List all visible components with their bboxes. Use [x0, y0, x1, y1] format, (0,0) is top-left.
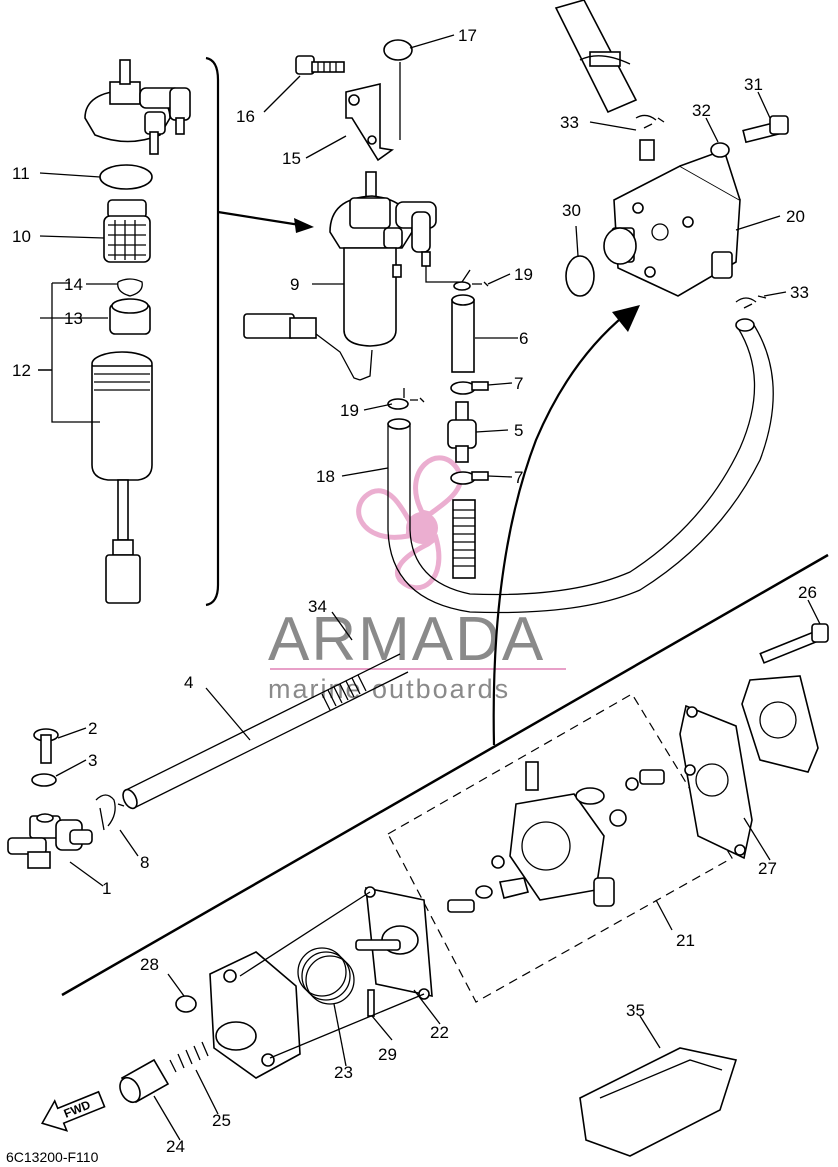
callout-33-upper: 33: [560, 113, 579, 132]
callout-35: 35: [626, 1001, 645, 1020]
washer-32: [710, 142, 730, 158]
hose-4: [122, 653, 409, 810]
pump-cover: [209, 951, 301, 1079]
callout-19-lower: 19: [340, 401, 359, 420]
connector-wire: [243, 313, 373, 381]
clip-19-upper: [425, 266, 471, 283]
callout-12: 12: [12, 361, 31, 380]
propeller-logo: [356, 455, 463, 591]
callout-33-lower: 33: [790, 283, 809, 302]
spring-34: [321, 674, 367, 711]
clamp-7-lower: [450, 471, 489, 485]
callout-6: 6: [519, 329, 528, 348]
callout-19-upper: 19: [514, 265, 533, 284]
clip-33-lower: [735, 295, 767, 309]
clip-14: [117, 278, 143, 297]
callout-8: 8: [140, 853, 149, 872]
arrow-to-pump-filter: [217, 210, 301, 227]
callout-28: 28: [140, 955, 159, 974]
hose-6: [451, 294, 475, 373]
callout-23: 23: [334, 1063, 353, 1082]
diaphragm-22: [355, 886, 433, 1000]
filter-group-bracket: [205, 56, 220, 607]
callout-3: 3: [88, 751, 97, 770]
clip-8: [95, 794, 125, 831]
diagram-code: 6C13200-F110: [6, 1149, 99, 1165]
fitting-1: [7, 813, 93, 869]
callout-20: 20: [786, 207, 805, 226]
callout-34: 34: [308, 597, 327, 616]
callout-11: 11: [12, 164, 30, 183]
callout-16: 16: [236, 107, 255, 126]
callout-29: 29: [378, 1045, 397, 1064]
pin-29: [367, 989, 375, 1017]
callout-32: 32: [692, 101, 711, 120]
filter-cap: [84, 59, 191, 155]
check-valve-5: [447, 401, 477, 463]
leader-lines: [38, 34, 821, 1141]
callout-24: 24: [166, 1137, 185, 1156]
washer-3: [31, 773, 57, 787]
callout-31: 31: [744, 75, 763, 94]
o-ring-11: [99, 164, 153, 190]
bolt-26: [759, 623, 829, 664]
callout-27: 27: [758, 859, 777, 878]
bracket-12: [51, 283, 100, 423]
leader-cover-to-diaphragm: [239, 891, 371, 977]
callout-21: 21: [676, 931, 695, 950]
clip-33-upper: [635, 114, 665, 129]
cover-35: [579, 1047, 738, 1157]
hose-18: [387, 318, 774, 614]
pump-body-20: [603, 139, 741, 297]
watermark-tagline: marine outboards: [268, 674, 510, 704]
gasket-27: [679, 704, 753, 860]
callout-14: 14: [64, 275, 83, 294]
arrow-to-pump: [492, 313, 627, 746]
pump-kit-21-boundary: [387, 693, 733, 1003]
plug-24: [119, 1058, 170, 1104]
callout-2: 2: [88, 719, 97, 738]
callout-30: 30: [562, 201, 581, 220]
bolt-2: [33, 728, 59, 764]
callout-5: 5: [514, 421, 523, 440]
nut-17: [383, 39, 413, 61]
callout-10: 10: [12, 227, 31, 246]
callout-17: 17: [458, 26, 477, 45]
cover-26-plate: [741, 675, 819, 773]
callout-15: 15: [282, 149, 301, 168]
clip-19-lower: [387, 398, 409, 410]
callout-4: 4: [184, 673, 193, 692]
callout-13: 13: [64, 309, 83, 328]
filter-element-10: [103, 199, 151, 263]
bolt-31: [742, 115, 789, 144]
pump-housing-21: [447, 761, 665, 913]
callout-25: 25: [212, 1111, 231, 1130]
spring-sleeve: [452, 499, 476, 579]
callout-9: 9: [290, 275, 299, 294]
forward-direction-arrow: FWD: [40, 1090, 106, 1132]
callout-7-upper: 7: [514, 374, 523, 393]
spring-25: [169, 1041, 209, 1073]
callout-1: 1: [102, 879, 111, 898]
filter-body-9: [329, 171, 437, 347]
bracket-15: [345, 82, 395, 162]
nut-28: [175, 995, 197, 1013]
callout-labels: 1 2 3 4 5 6 7 7 8 9 10 11 12 13 14 15 16…: [12, 26, 817, 1156]
watermark: ARMADA marine outboards: [268, 455, 566, 704]
filter-cup-12: [91, 351, 153, 604]
callout-18: 18: [316, 467, 335, 486]
callout-22: 22: [430, 1023, 449, 1042]
assembly-boundary-line: [61, 553, 829, 997]
nut-13: [109, 298, 151, 335]
callout-26: 26: [798, 583, 817, 602]
upper-hose-detail: [554, 0, 638, 114]
clamp-7-upper: [450, 381, 489, 395]
spring-23: [297, 947, 355, 1005]
o-ring-30: [565, 255, 595, 297]
callout-7-lower: 7: [514, 468, 523, 487]
bolt-16: [295, 55, 345, 75]
